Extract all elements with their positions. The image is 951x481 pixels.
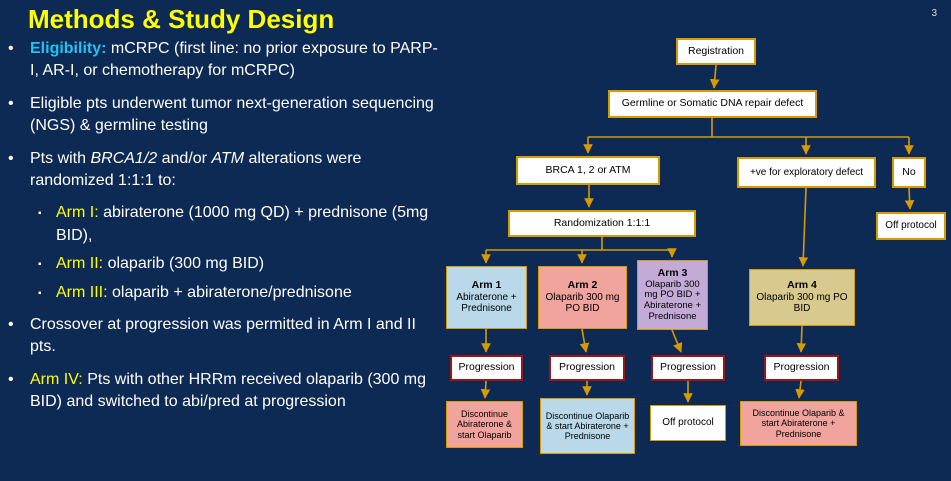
bullet-arm4-text: Arm IV: Pts with other HRRm received ola… bbox=[30, 369, 446, 414]
flow-exploratory-branch-label: +ve for exploratory defect bbox=[749, 166, 864, 178]
bullet-ngs: • Eligible pts underwent tumor next-gene… bbox=[8, 93, 446, 138]
flow-dna-defect-box: Germline or Somatic DNA repair defect bbox=[608, 90, 817, 118]
flow-progression3-box: Progression bbox=[651, 355, 725, 381]
flow-outcome3-label: Off protocol bbox=[662, 417, 714, 429]
bullet-crossover-text: Crossover at progression was permitted i… bbox=[30, 315, 416, 356]
flow-arm4-box: Arm 4 Olaparib 300 mg PO BID bbox=[749, 269, 855, 326]
arm4-body: Pts with other HRRm received olaparib (3… bbox=[30, 370, 427, 411]
gene-atm: ATM bbox=[211, 149, 245, 167]
flow-progression2-label: Progression bbox=[558, 361, 616, 374]
eligibility-label: Eligibility: bbox=[30, 40, 107, 57]
randomized-mid: and/or bbox=[157, 149, 212, 167]
slide-title: Methods & Study Design bbox=[28, 4, 335, 34]
flow-arm1-box: Arm 1 Abiraterone + Prednisone bbox=[446, 266, 527, 329]
sub-bullet-arm3-text: Arm III: olaparib + abiraterone/predniso… bbox=[56, 282, 446, 304]
bullet-marker: • bbox=[8, 370, 14, 388]
page-number: 3 bbox=[931, 8, 937, 19]
flow-randomization-label: Randomization 1:1:1 bbox=[553, 216, 651, 229]
flow-randomization-box: Randomization 1:1:1 bbox=[508, 210, 696, 237]
flow-exploratory-branch-box: +ve for exploratory defect bbox=[737, 157, 876, 188]
flow-outcome4-label: Discontinue Olaparib & start Abiraterone… bbox=[752, 408, 845, 439]
flow-progression1-box: Progression bbox=[450, 355, 523, 381]
eligibility-body: mCRPC (first line: no prior exposure to … bbox=[30, 40, 438, 80]
flow-outcome3-box: Off protocol bbox=[650, 405, 726, 441]
sub-bullet-arm1: ▪ Arm I: abiraterone (1000 mg QD) + pred… bbox=[38, 202, 446, 247]
flow-outcome2-label: Discontinue Olaparib & start Abiraterone… bbox=[545, 410, 630, 442]
bullet-eligibility: • Eligibility: mCRPC (first line: no pri… bbox=[8, 38, 446, 83]
bullet-crossover: • Crossover at progression was permitted… bbox=[8, 314, 446, 359]
flow-no-branch-box: No bbox=[892, 157, 926, 188]
flow-progression2-box: Progression bbox=[549, 355, 625, 381]
sub-bullet-marker: ▪ bbox=[38, 259, 42, 271]
flow-progression4-box: Progression bbox=[764, 355, 839, 381]
flow-arm3-body: Olaparib 300 mg PO BID + Abiraterone + P… bbox=[643, 278, 702, 322]
flow-arm3-title: Arm 3 bbox=[657, 266, 688, 279]
flow-dna-defect-label: Germline or Somatic DNA repair defect bbox=[621, 97, 804, 110]
arm1-label: Arm I: bbox=[56, 204, 99, 222]
flow-arm1-body: Abiraterone + Prednisone bbox=[456, 292, 517, 315]
flow-brca-branch-label: BRCA 1, 2 or ATM bbox=[545, 163, 631, 176]
flow-arm2-title: Arm 2 bbox=[567, 279, 598, 292]
arm2-body: olaparib (300 mg BID) bbox=[107, 255, 265, 273]
flow-registration-box: Registration bbox=[676, 38, 756, 65]
arm4-label: Arm IV: bbox=[30, 370, 83, 388]
bullet-marker: • bbox=[8, 315, 14, 333]
bullet-marker: • bbox=[8, 94, 14, 112]
bullet-arm4: • Arm IV: Pts with other HRRm received o… bbox=[8, 369, 446, 414]
flow-progression3-label: Progression bbox=[659, 361, 717, 374]
flow-arm2-box: Arm 2 Olaparib 300 mg PO BID bbox=[538, 266, 627, 329]
bullet-ngs-text: Eligible pts underwent tumor next-genera… bbox=[30, 94, 434, 135]
bullet-randomized-text: Pts with BRCA1/2 and/or ATM alterations … bbox=[30, 148, 446, 193]
flow-off-protocol-top-box: Off protocol bbox=[876, 212, 946, 240]
flow-arm4-body: Olaparib 300 mg PO BID bbox=[756, 292, 848, 315]
bullet-list: • Eligibility: mCRPC (first line: no pri… bbox=[8, 38, 446, 413]
sub-bullet-marker: ▪ bbox=[38, 208, 42, 220]
bullet-eligibility-text: Eligibility: mCRPC (first line: no prior… bbox=[30, 38, 446, 83]
sub-bullet-list: ▪ Arm I: abiraterone (1000 mg QD) + pred… bbox=[38, 202, 446, 304]
sub-bullet-arm1-text: Arm I: abiraterone (1000 mg QD) + predni… bbox=[56, 202, 446, 247]
sub-bullet-arm2-text: Arm II: olaparib (300 mg BID) bbox=[56, 253, 446, 275]
flow-brca-branch-box: BRCA 1, 2 or ATM bbox=[516, 156, 660, 185]
flow-outcome2-box: Discontinue Olaparib & start Abiraterone… bbox=[540, 398, 635, 454]
flow-outcome1-label: Discontinue Abiraterone & start Olaparib bbox=[456, 409, 513, 440]
bullet-marker: • bbox=[8, 149, 14, 167]
arm1-body: abiraterone (1000 mg QD) + prednisone (5… bbox=[56, 204, 429, 244]
arm3-label: Arm III: bbox=[56, 283, 108, 301]
sub-bullet-arm2: ▪ Arm II: olaparib (300 mg BID) bbox=[38, 253, 446, 275]
arm2-label: Arm II: bbox=[56, 255, 104, 273]
flow-progression4-label: Progression bbox=[773, 361, 830, 374]
flow-progression1-label: Progression bbox=[458, 361, 515, 374]
bullet-marker: • bbox=[8, 40, 14, 57]
sub-bullet-arm3: ▪ Arm III: olaparib + abiraterone/predni… bbox=[38, 282, 446, 304]
flow-arm2-body: Olaparib 300 mg PO BID bbox=[545, 292, 620, 315]
flow-registration-label: Registration bbox=[687, 44, 745, 57]
flow-arm4-title: Arm 4 bbox=[787, 279, 817, 292]
flow-arm3-box: Arm 3 Olaparib 300 mg PO BID + Abiratero… bbox=[637, 260, 708, 330]
randomized-pre: Pts with bbox=[30, 149, 91, 167]
flow-no-branch-label: No bbox=[902, 165, 916, 178]
randomized-post: alterations were randomized 1:1:1 to: bbox=[30, 149, 362, 189]
flow-arm1-title: Arm 1 bbox=[471, 279, 502, 292]
arm3-body: olaparib + abiraterone/prednisone bbox=[112, 283, 352, 301]
flow-outcome1-box: Discontinue Abiraterone & start Olaparib bbox=[446, 401, 523, 448]
flow-outcome4-box: Discontinue Olaparib & start Abiraterone… bbox=[740, 401, 857, 446]
gene-brca: BRCA1/2 bbox=[90, 149, 158, 167]
flow-off-protocol-top-label: Off protocol bbox=[885, 220, 937, 232]
sub-bullet-marker: ▪ bbox=[38, 287, 42, 299]
bullet-randomized: • Pts with BRCA1/2 and/or ATM alteration… bbox=[8, 148, 446, 193]
